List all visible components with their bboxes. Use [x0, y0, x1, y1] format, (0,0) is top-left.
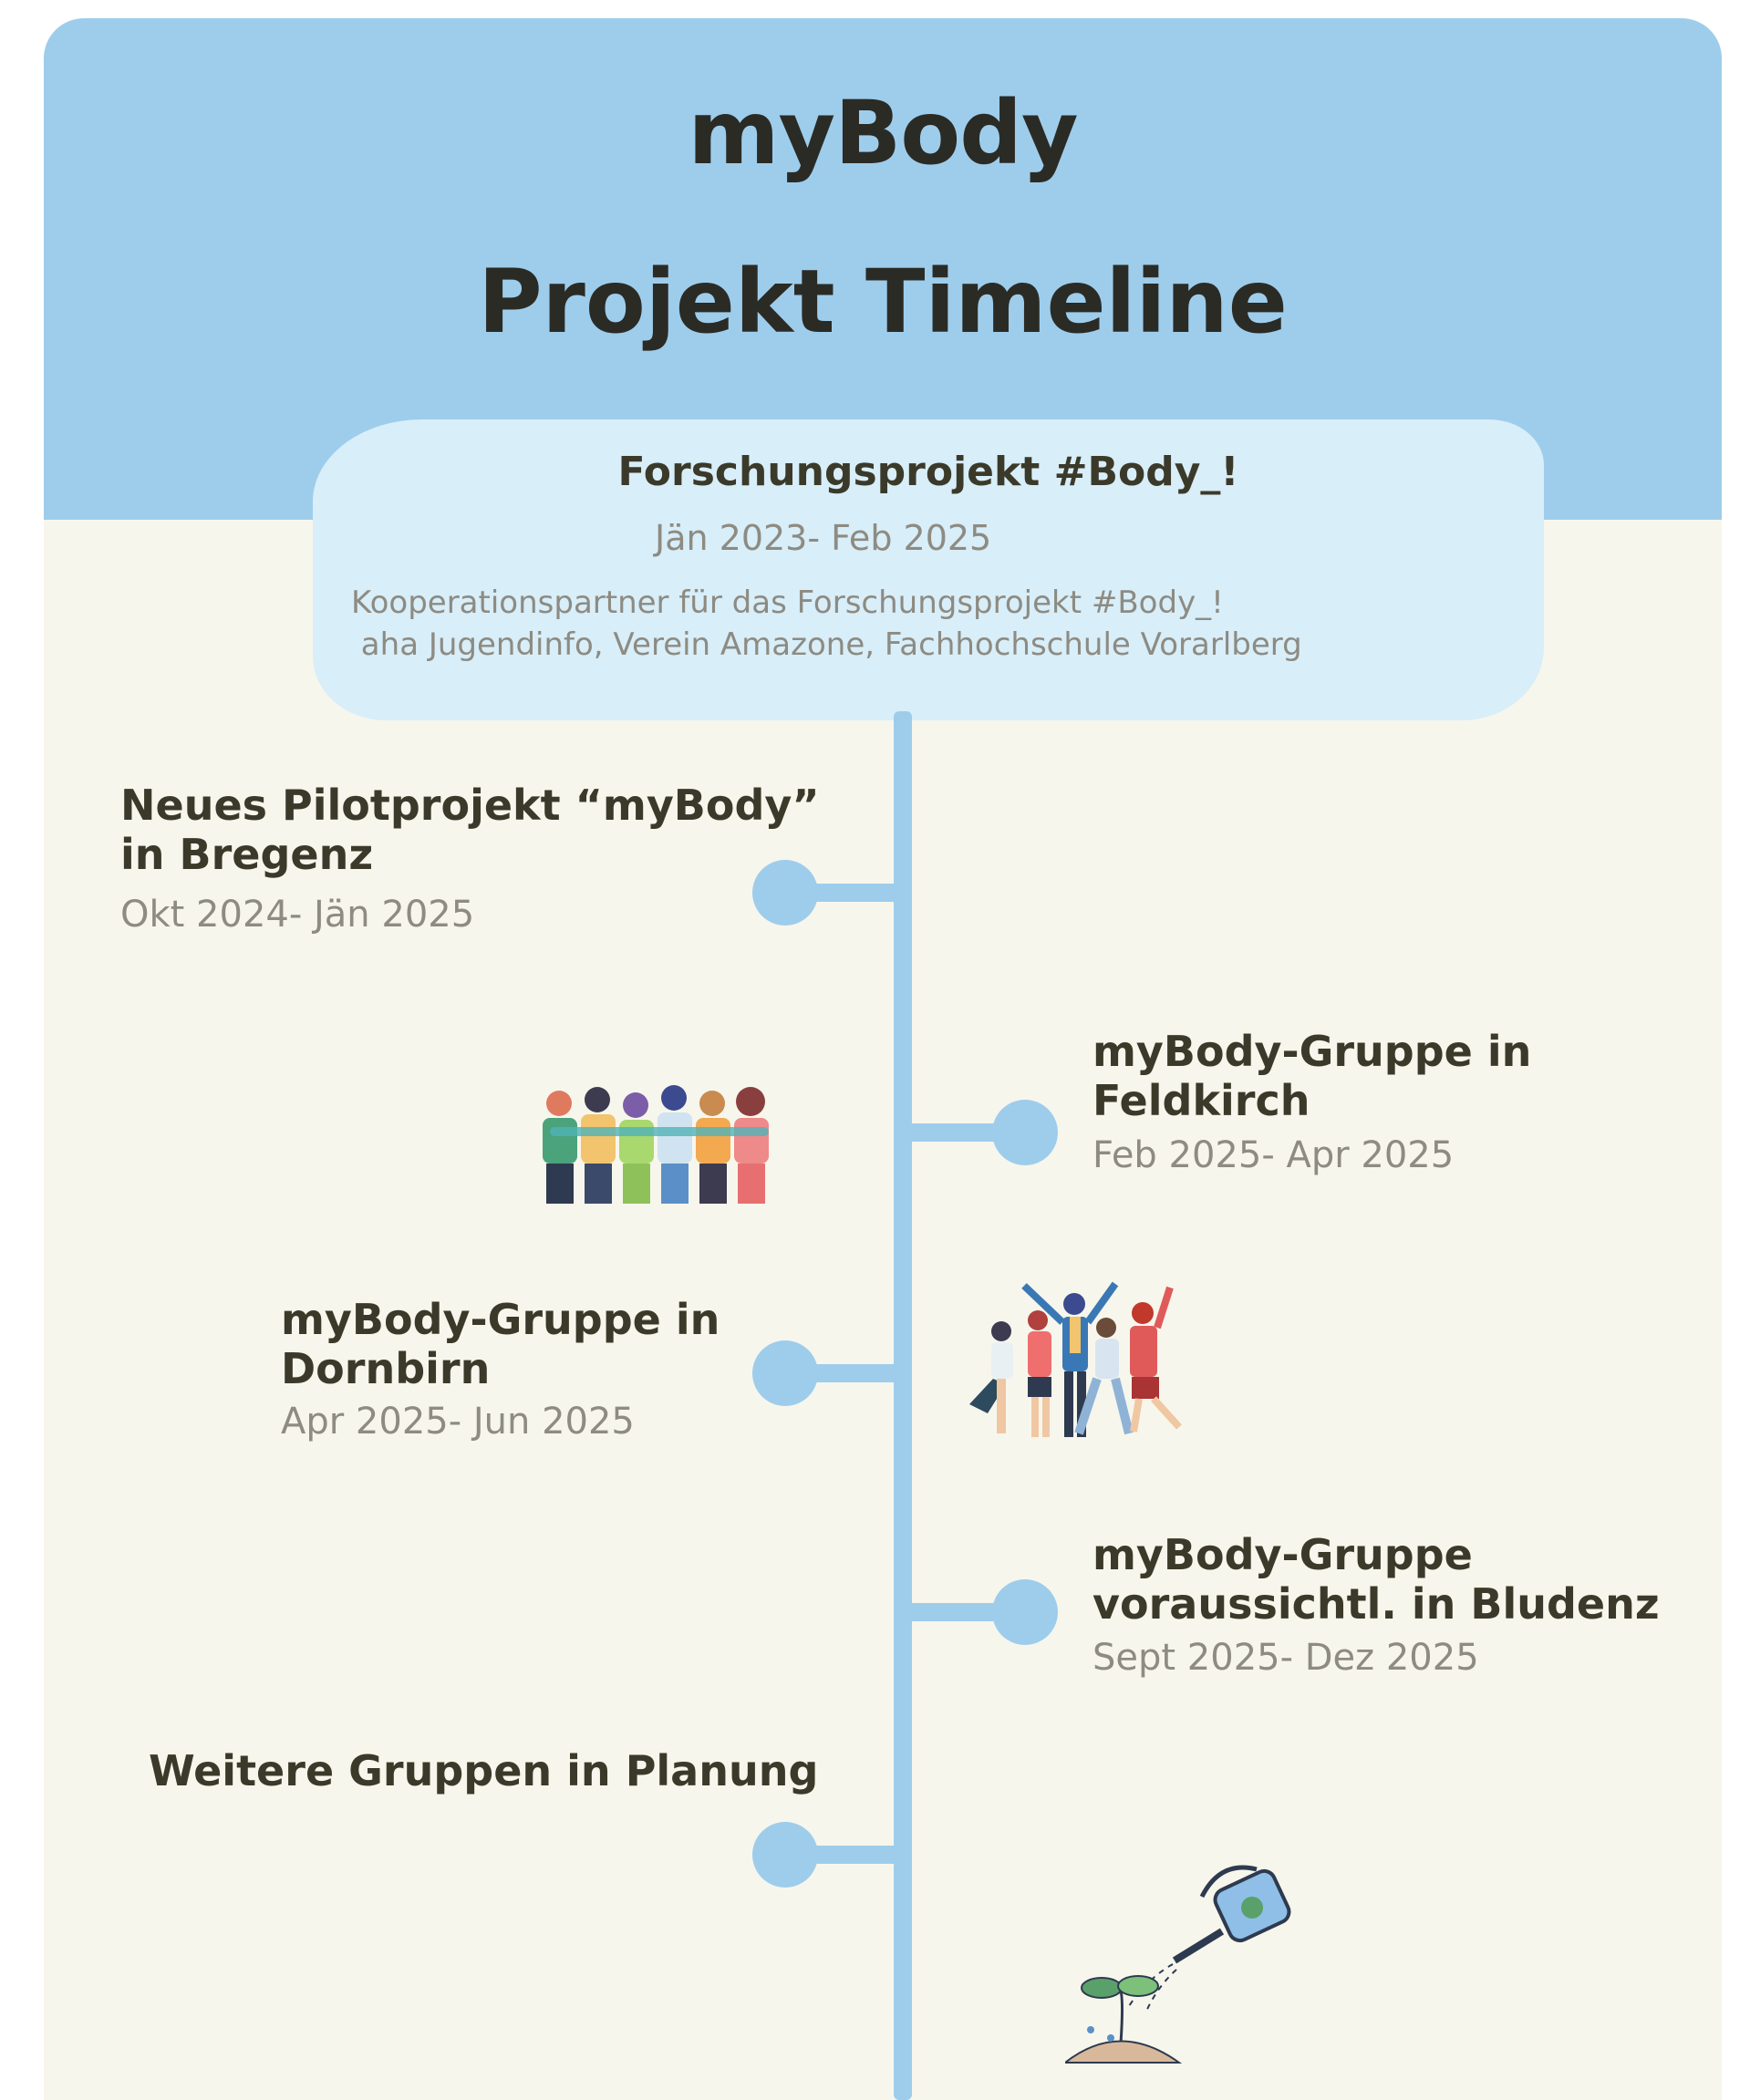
watering-can-plant-illustration	[1065, 1865, 1291, 2064]
timeline-item-title-line: myBody-Gruppe in	[1092, 1027, 1532, 1076]
person-figure	[1028, 1310, 1051, 1437]
timeline-item-title: Weitere Gruppen in Planung	[149, 1746, 818, 1795]
timeline-card: myBody Projekt Timeline Forschungsprojek…	[44, 18, 1722, 2100]
celebrating-people-illustration	[969, 1281, 1182, 1437]
timeline-item-title-line: Neues Pilotprojekt “myBody”	[120, 781, 820, 830]
brand-logo: myBody	[688, 82, 1078, 184]
person-figure	[658, 1085, 692, 1204]
timeline-item-date: Apr 2025- Jun 2025	[281, 1401, 635, 1443]
person-figure	[969, 1321, 1013, 1433]
timeline-item-date: Okt 2024- Jän 2025	[120, 894, 475, 936]
intro-text-line1: Kooperationspartner für das Forschungspr…	[351, 584, 1224, 621]
timeline-axis	[894, 711, 912, 2100]
person-figure	[543, 1091, 577, 1204]
intro-cloud: Forschungsprojekt #Body_! Jän 2023- Feb …	[313, 419, 1544, 720]
timeline-item-title: myBody-Gruppe voraussichtl. in Bludenz	[1092, 1530, 1660, 1629]
page-title: Projekt Timeline	[478, 251, 1288, 353]
intro-date: Jän 2023- Feb 2025	[655, 518, 992, 558]
person-figure	[1130, 1286, 1182, 1433]
timeline-item-title-line: Weitere Gruppen in Planung	[149, 1746, 819, 1795]
timeline-dot	[992, 1579, 1058, 1645]
timeline-connector	[907, 1603, 1017, 1621]
intro-text: Kooperationspartner für das Forschungspr…	[351, 582, 1302, 666]
intro-text-line2: aha Jugendinfo, Verein Amazone, Fachhoch…	[351, 626, 1302, 663]
timeline-item-title-line: voraussichtl. in Bludenz	[1092, 1579, 1660, 1629]
timeline-dot	[752, 1340, 818, 1406]
timeline-item-title-line: myBody-Gruppe in	[281, 1295, 720, 1344]
timeline-item-title-line: Dornbirn	[281, 1344, 491, 1393]
timeline-item-date: Sept 2025- Dez 2025	[1092, 1637, 1479, 1679]
timeline-dot	[752, 860, 818, 926]
timeline-item-title: myBody-Gruppe in Dornbirn	[281, 1295, 720, 1393]
group-hug-illustration	[543, 1085, 769, 1204]
person-figure	[581, 1087, 616, 1204]
person-figure	[1021, 1281, 1119, 1437]
intro-title: Forschungsprojekt #Body_!	[617, 449, 1239, 495]
timeline-item-title-line: myBody-Gruppe	[1092, 1530, 1473, 1579]
timeline-item-title: myBody-Gruppe in Feldkirch	[1092, 1027, 1531, 1125]
timeline-item-date: Feb 2025- Apr 2025	[1092, 1134, 1455, 1176]
person-figure	[696, 1091, 730, 1204]
person-figure	[1074, 1318, 1134, 1435]
person-figure	[734, 1087, 769, 1204]
timeline-dot	[752, 1822, 818, 1888]
timeline-item-title-line: in Bregenz	[120, 830, 374, 879]
watering-can-icon	[1172, 1865, 1291, 1964]
timeline-connector	[907, 1123, 1017, 1142]
timeline-dot	[992, 1100, 1058, 1165]
timeline-item-title: Neues Pilotprojekt “myBody” in Bregenz	[120, 781, 820, 879]
sprout-icon	[1065, 1975, 1183, 2064]
person-figure	[619, 1092, 654, 1204]
timeline-item-title-line: Feldkirch	[1092, 1076, 1310, 1125]
